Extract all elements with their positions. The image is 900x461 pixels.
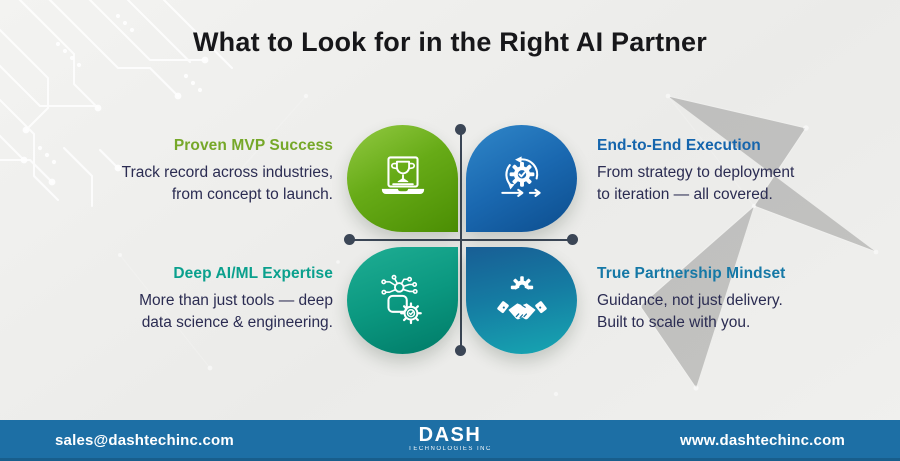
dash-logo-subtitle: TECHNOLOGIES INC	[408, 446, 492, 452]
quadrant-body-line2: to iteration — all covered.	[597, 185, 773, 203]
email-link[interactable]: sales@dashtechinc.com	[55, 432, 234, 449]
icon-tile-bottom-left	[347, 247, 458, 354]
icon-tile-bottom-right	[466, 247, 577, 354]
cross-dot-right	[567, 234, 578, 245]
quadrant-heading: True Partnership Mindset	[597, 265, 786, 282]
agile-iteration-gear-icon	[500, 155, 541, 197]
icon-tile-top-left	[347, 125, 458, 232]
quadrant-top-right: End-to-End Execution From strategy to de…	[597, 137, 875, 205]
cross-dot-top	[455, 124, 466, 135]
laptop-trophy-icon	[381, 155, 424, 194]
quadrant-heading: Proven MVP Success	[173, 137, 333, 154]
quadrant-body-line1: Track record across industries,	[121, 164, 333, 181]
dash-logo-title: DASH	[418, 424, 482, 446]
quadrant-top-left: Proven MVP Success Track record across i…	[55, 137, 333, 205]
dash-logo: DASH TECHNOLOGIES INC	[408, 425, 492, 452]
footer-bar: sales@dashtechinc.com DASH TECHNOLOGIES …	[0, 420, 900, 461]
cross-dot-left	[344, 234, 355, 245]
quadrant-bottom-right: True Partnership Mindset Guidance, not j…	[597, 265, 875, 333]
quadrant-body-line1: Guidance, not just delivery.	[597, 292, 783, 309]
ai-network-gear-icon	[380, 274, 422, 324]
page-title: What to Look for in the Right AI Partner	[193, 27, 707, 57]
quadrant-heading: Deep AI/ML Expertise	[173, 265, 333, 282]
quadrant-body-line2: data science & engineering.	[141, 313, 333, 331]
icon-tile-top-right	[466, 125, 577, 232]
website-link[interactable]: www.dashtechinc.com	[680, 432, 845, 449]
quadrant-heading: End-to-End Execution	[597, 137, 761, 154]
quadrant-body-line2: Built to scale with you.	[597, 313, 751, 331]
quadrant-body-line2: from concept to launch.	[171, 185, 333, 203]
quadrant-bottom-left: Deep AI/ML Expertise More than just tool…	[55, 265, 333, 333]
quadrant-body-line1: More than just tools — deep	[139, 292, 333, 309]
cross-dot-bottom	[455, 345, 466, 356]
handshake-gear-icon	[496, 275, 547, 319]
quadrant-body-line1: From strategy to deployment	[597, 164, 795, 181]
cross-line-horizontal	[350, 239, 573, 241]
